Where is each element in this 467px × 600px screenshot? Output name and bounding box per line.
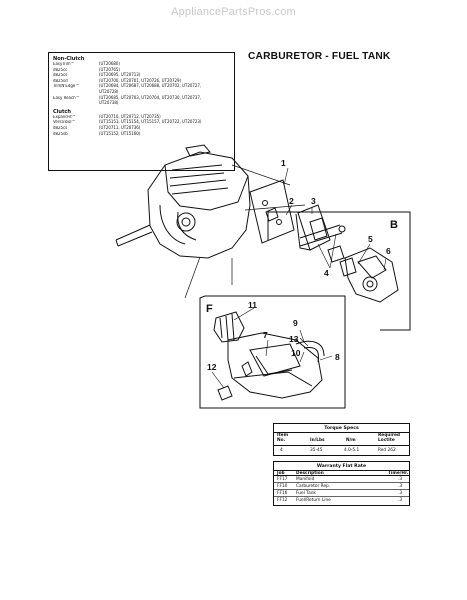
model-codes: UT20738): [99, 101, 119, 107]
warranty-time: .3: [398, 483, 403, 489]
model-name: EasyTrim™: [53, 62, 75, 67]
warranty-job: FF16: [277, 490, 288, 496]
model-codes: (UT20685, UT20703, UT20704, UT20730, UT2…: [99, 95, 202, 101]
torque-spec-title: Torque Specs: [324, 426, 359, 431]
model-codes: (UT20680): [99, 62, 120, 67]
clutch-list: Expand-it™(UT20710, UT20712, UT20735)Ver…: [49, 115, 234, 137]
torque-col-required: Required Loctite: [378, 433, 400, 443]
callout-1: 1: [281, 158, 286, 168]
warranty-col-description: Description: [296, 471, 324, 477]
clutch-row: VersaTool™ (UT15151, UT15154, UT15157, UT…: [49, 120, 234, 126]
non_clutch-row: UT20728): [49, 90, 234, 96]
warranty-header-row: Job Description Time/Hr.: [274, 469, 409, 477]
torque-item-value: 4: [280, 448, 283, 453]
model-name: d825cs: [53, 73, 68, 79]
callout-6: 6: [386, 246, 391, 256]
model-codes: (UT15152, UT15160): [99, 131, 141, 137]
non_clutch-row: d825sd (UT20700, UT20701, UT20726, UT2072…: [49, 79, 234, 85]
warranty-description: Fuel/Return Line: [296, 498, 331, 504]
model-name: d825cs: [53, 125, 68, 131]
model-name: Expand-it™: [53, 114, 76, 120]
model-name: d825cc: [53, 67, 68, 73]
watermark: AppliancePartsPros.com: [171, 6, 296, 18]
warranty-flat-rate-table: Warranty Flat Rate Job Description Time/…: [273, 461, 410, 506]
torque-col-item: Item No.: [277, 433, 289, 443]
model-codes: (UT20765): [99, 67, 120, 73]
model-applicability-table: Non-Clutch EasyTrim™ (UT20680) d825cc (UT20…: [48, 52, 235, 171]
warranty-description: Fuel Tank: [296, 490, 316, 496]
warranty-job: FF10: [277, 483, 288, 489]
torque-required-value: Red 262: [378, 448, 396, 453]
model-name: Easy Reach™: [53, 95, 80, 101]
warranty-job: FF12: [277, 498, 288, 504]
warranty-col-job: Job: [277, 471, 285, 477]
model-codes: (UT20700, UT20701, UT20726, UT20729): [99, 78, 182, 84]
fuel-cap: [213, 311, 245, 343]
warranty-time: .3: [398, 476, 403, 482]
gasket-plate: [249, 179, 295, 244]
clutch-row: d825cs (UT20711, UT20736): [49, 126, 234, 132]
warranty-row: FF12 Fuel/Return Line .3: [274, 498, 409, 505]
callout-3: 3: [311, 196, 316, 206]
screw: [217, 385, 233, 401]
warranty-description: Manifold: [296, 476, 315, 482]
clutch-row: Expand-it™ (UT20710, UT20712, UT20735): [49, 115, 234, 121]
model-codes: (UT20684, UT20687, UT20688, UT20702, UT2…: [99, 84, 202, 90]
clutch-row: d825sb (UT15152, UT15160): [49, 132, 234, 138]
torque-inlbs-value: 35-45: [310, 448, 323, 453]
callout-11: 11: [248, 300, 257, 310]
warranty-row: FF10 Carburetor Rep. .3: [274, 483, 409, 490]
non_clutch-row: d825cc (UT20765): [49, 68, 234, 74]
carburetor-inset-box: [268, 211, 411, 331]
model-name: TrimN'Edge™: [53, 84, 80, 90]
fuel-tank: [227, 332, 323, 399]
model-codes: UT20728): [99, 89, 119, 95]
model-codes: (UT20695, UT20713): [99, 73, 141, 79]
callout-8: 8: [335, 352, 340, 362]
callout-7: 7: [263, 330, 268, 340]
warranty-row: FF16 Fuel Tank .3: [274, 490, 409, 497]
callout-2: 2: [289, 196, 294, 206]
non_clutch-row: EasyTrim™ (UT20680): [49, 62, 234, 68]
model-codes: (UT20711, UT20736): [99, 125, 141, 131]
non_clutch-row: UT20738): [49, 101, 234, 107]
fuel-tank-inset-box: [199, 295, 346, 409]
carburetor: [344, 247, 399, 303]
warranty-title: Warranty Flat Rate: [316, 463, 367, 469]
model-name: VersaTool™: [53, 120, 76, 126]
non_clutch-row: d825cs (UT20695, UT20713): [49, 73, 234, 79]
non-clutch-list: EasyTrim™ (UT20680) d825cc (UT20765) d825cs (…: [49, 62, 234, 107]
non_clutch-row: Easy Reach™ (UT20685, UT20703, UT20704, U…: [49, 96, 234, 102]
clutch-heading: Clutch: [53, 108, 71, 115]
callout-4: 4: [324, 268, 329, 278]
non_clutch-row: TrimN'Edge™ (UT20684, UT20687, UT20688, U…: [49, 84, 234, 90]
torque-nm-value: 4.0-5.1: [344, 448, 360, 453]
model-name: d825sd: [53, 78, 68, 84]
callout-13: 13: [289, 334, 299, 344]
bolt: [299, 224, 343, 247]
torque-col-inlbs: In/Lbs: [310, 438, 325, 443]
warranty-row: FF17 Manifold .3: [274, 476, 409, 483]
model-codes: (UT20710, UT20712, UT20735): [99, 114, 161, 120]
warranty-col-time: Time/Hr.: [388, 471, 409, 477]
torque-col-nm: N/m: [346, 438, 356, 443]
callout-10: 10: [291, 348, 301, 358]
inset-label-f: F: [206, 303, 213, 315]
torque-spec-table: Torque Specs Item No. In/Lbs N/m Require…: [273, 423, 410, 456]
warranty-description: Carburetor Rep.: [296, 483, 331, 489]
engine-body: [147, 151, 251, 259]
callout-9: 9: [293, 318, 298, 328]
warranty-time: .3: [398, 490, 403, 496]
inset-label-b: B: [390, 219, 398, 231]
model-name: d825sb: [53, 131, 68, 137]
non-clutch-heading: Non-Clutch: [53, 56, 85, 62]
page-title: CARBURETOR - FUEL TANK: [248, 51, 391, 62]
callout-5: 5: [368, 234, 373, 244]
model-codes: (UT15151, UT15154, UT15157, UT20722, UT2…: [99, 120, 202, 126]
callout-12: 12: [207, 362, 217, 372]
warranty-time: .3: [398, 498, 403, 504]
warranty-job: FF17: [277, 476, 288, 482]
manifold: [297, 204, 331, 251]
